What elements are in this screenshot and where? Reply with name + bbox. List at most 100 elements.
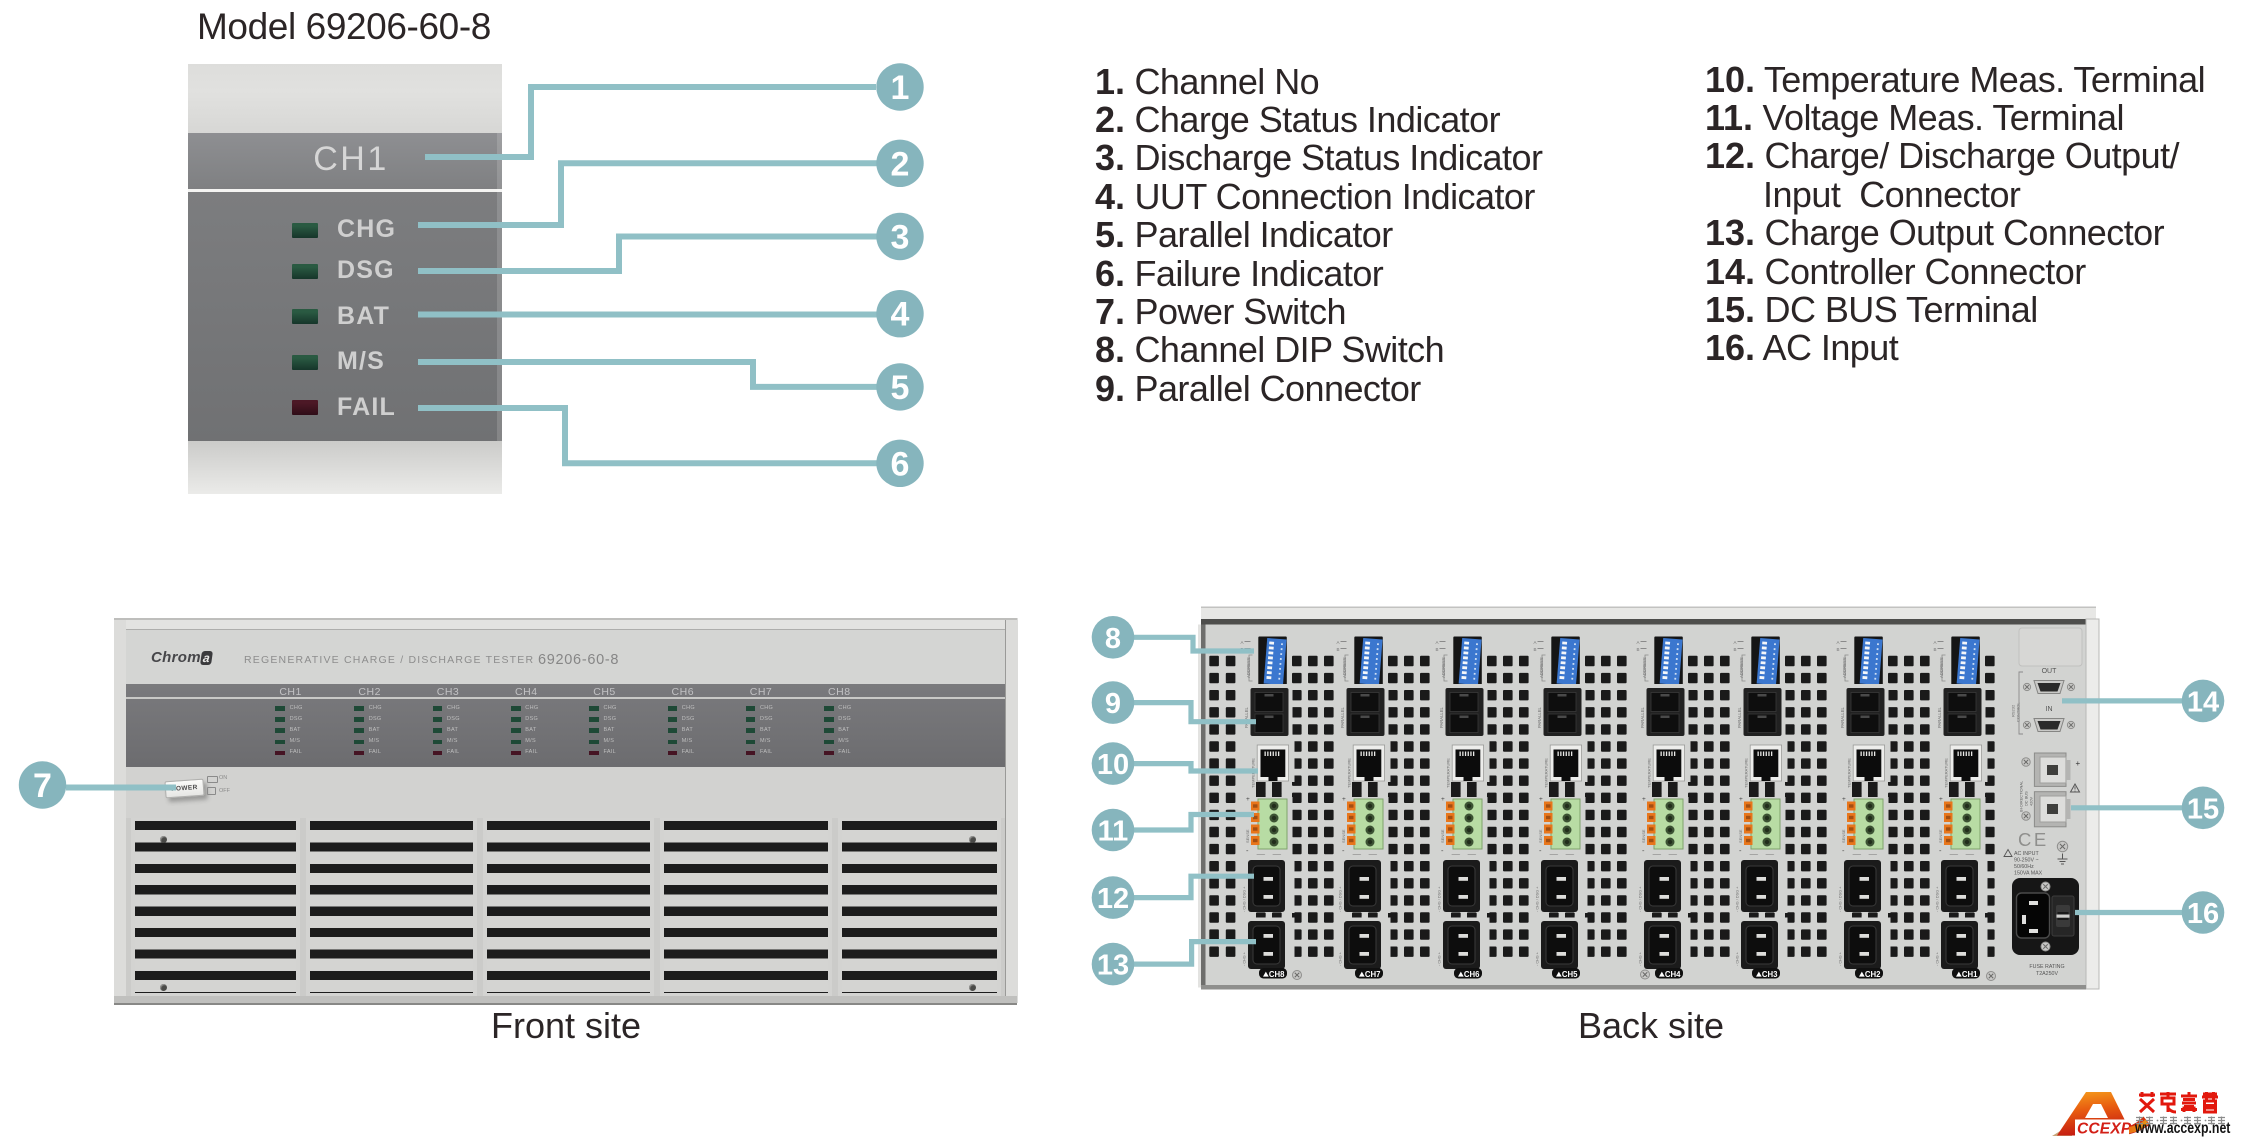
svg-text:CCEXP: CCEXP <box>2077 1121 2132 1138</box>
svg-text:- CHG / DSG +: - CHG / DSG + <box>1736 886 1740 912</box>
svg-text:150VA MAX: 150VA MAX <box>2014 871 2043 877</box>
svg-text:ADDRESS: ADDRESS <box>1739 657 1744 678</box>
svg-text:B: B <box>1837 647 1840 652</box>
svg-text:B: B <box>1934 647 1937 652</box>
svg-text:B: B <box>1637 647 1640 652</box>
svg-text:TEMPERATURE: TEMPERATURE <box>1846 758 1851 788</box>
svg-text:CH3: CH3 <box>1762 970 1778 979</box>
svg-text:OUT: OUT <box>2042 668 2058 675</box>
svg-text:CH5: CH5 <box>1562 970 1578 979</box>
svg-text:SENSE: SENSE <box>1341 829 1346 843</box>
svg-text:- CHG +: - CHG + <box>1839 951 1843 966</box>
svg-text:-: - <box>1842 846 1845 855</box>
svg-text:A: A <box>1534 640 1537 645</box>
svg-text:T2A250V: T2A250V <box>2036 971 2059 977</box>
svg-text:ADDRESS: ADDRESS <box>1441 657 1446 678</box>
svg-text:-: - <box>1739 846 1742 855</box>
svg-text:ADDRESS: ADDRESS <box>1246 657 1251 678</box>
svg-text:SENSE: SENSE <box>1938 829 1943 843</box>
svg-text:90-250V ~: 90-250V ~ <box>2014 858 2039 864</box>
svg-text:CH8: CH8 <box>1269 970 1285 979</box>
svg-text:TEMPERATURE: TEMPERATURE <box>1445 758 1450 788</box>
svg-text:- CHG +: - CHG + <box>1243 951 1247 966</box>
svg-text:420V: 420V <box>2029 797 2034 806</box>
svg-text:A: A <box>1934 640 1937 645</box>
svg-text:+: + <box>1246 796 1250 803</box>
svg-text:-: - <box>1539 846 1542 855</box>
svg-text:+: + <box>1642 796 1646 803</box>
svg-text:- CHG / DSG +: - CHG / DSG + <box>1438 886 1442 912</box>
svg-text:- CHG / DSG +: - CHG / DSG + <box>1536 886 1540 912</box>
svg-text:A: A <box>1337 640 1340 645</box>
svg-text:16: 16 <box>2187 898 2219 930</box>
svg-text:1: 1 <box>891 69 910 107</box>
svg-text:CH1: CH1 <box>1962 970 1978 979</box>
svg-text:50/60Hz: 50/60Hz <box>2014 864 2034 870</box>
svg-text:PARALLEL: PARALLEL <box>1439 706 1444 728</box>
svg-text:TEMPERATURE: TEMPERATURE <box>1943 758 1948 788</box>
svg-text:ADDRESS: ADDRESS <box>1642 657 1647 678</box>
svg-text:CH6: CH6 <box>1464 970 1480 979</box>
svg-text:CH7: CH7 <box>1365 970 1381 979</box>
svg-text:11: 11 <box>1098 816 1129 848</box>
svg-text:3: 3 <box>891 219 910 257</box>
svg-text:15: 15 <box>2187 793 2219 825</box>
svg-text:4: 4 <box>891 296 910 334</box>
svg-text:A: A <box>1734 640 1737 645</box>
svg-text:- CHG +: - CHG + <box>1536 951 1540 966</box>
svg-text:-: - <box>1441 846 1444 855</box>
svg-text:PARALLEL: PARALLEL <box>1737 706 1742 728</box>
svg-text:- CHG +: - CHG + <box>1736 951 1740 966</box>
svg-text:6: 6 <box>891 445 910 483</box>
svg-text:7: 7 <box>33 767 52 805</box>
svg-text:SENSE: SENSE <box>1641 829 1646 843</box>
svg-text:TEMPERATURE: TEMPERATURE <box>1543 758 1548 788</box>
svg-text:TEMPERATURE: TEMPERATURE <box>1346 758 1351 788</box>
svg-text:FUSE RATING: FUSE RATING <box>2029 964 2064 970</box>
svg-text:10: 10 <box>1097 749 1129 781</box>
svg-text:A: A <box>1637 640 1640 645</box>
svg-text:+: + <box>1441 796 1445 803</box>
svg-text:ADDRESS: ADDRESS <box>1539 657 1544 678</box>
svg-text:PARALLEL: PARALLEL <box>1640 706 1645 728</box>
svg-text:CE: CE <box>2018 829 2049 850</box>
svg-text:DC BUS: DC BUS <box>2024 791 2029 806</box>
svg-text:TEMPERATURE: TEMPERATURE <box>1743 758 1748 788</box>
svg-text:- CHG +: - CHG + <box>1639 951 1643 966</box>
svg-text:AC INPUT: AC INPUT <box>2014 851 2039 857</box>
svg-text:+: + <box>2076 759 2081 768</box>
svg-text:CH4: CH4 <box>1665 970 1681 979</box>
svg-text:12: 12 <box>1097 883 1129 915</box>
svg-text:- CHG / DSG +: - CHG / DSG + <box>1243 886 1247 912</box>
svg-text:-: - <box>1642 846 1645 855</box>
svg-text:CONTROL: CONTROL <box>2016 702 2021 722</box>
svg-text:PARALLEL: PARALLEL <box>1937 706 1942 728</box>
svg-text:ADDRESS: ADDRESS <box>1939 657 1944 678</box>
svg-text:B: B <box>1734 647 1737 652</box>
svg-text:SENSE: SENSE <box>1538 829 1543 843</box>
svg-text:ADDRESS: ADDRESS <box>1342 657 1347 678</box>
svg-text:SENSE: SENSE <box>1245 829 1250 843</box>
svg-text:PARALLEL: PARALLEL <box>1244 706 1249 728</box>
svg-text:B: B <box>1534 647 1537 652</box>
svg-text:- CHG / DSG +: - CHG / DSG + <box>1936 886 1940 912</box>
svg-text:-: - <box>1939 846 1942 855</box>
svg-text:- CHG / DSG +: - CHG / DSG + <box>1839 886 1843 912</box>
svg-text:- CHG / DSG +: - CHG / DSG + <box>1339 886 1343 912</box>
svg-text:- CHG / DSG +: - CHG / DSG + <box>1639 886 1643 912</box>
svg-text:+: + <box>1739 796 1743 803</box>
svg-text:B: B <box>1337 647 1340 652</box>
svg-text:+: + <box>1939 796 1943 803</box>
svg-text:-: - <box>1342 846 1345 855</box>
svg-text:CH2: CH2 <box>1865 970 1881 979</box>
svg-text:PARALLEL: PARALLEL <box>1537 706 1542 728</box>
svg-text:SENSE: SENSE <box>1841 829 1846 843</box>
svg-text:- CHG +: - CHG + <box>1936 951 1940 966</box>
svg-text:-: - <box>1246 846 1249 855</box>
svg-text:A: A <box>1837 640 1840 645</box>
svg-text:5: 5 <box>891 369 910 407</box>
svg-text:BI-DIRECTIONAL: BI-DIRECTIONAL <box>2019 780 2024 812</box>
svg-text:SENSE: SENSE <box>1738 829 1743 843</box>
svg-text:14: 14 <box>2187 686 2219 718</box>
svg-text:IN: IN <box>2046 706 2053 713</box>
